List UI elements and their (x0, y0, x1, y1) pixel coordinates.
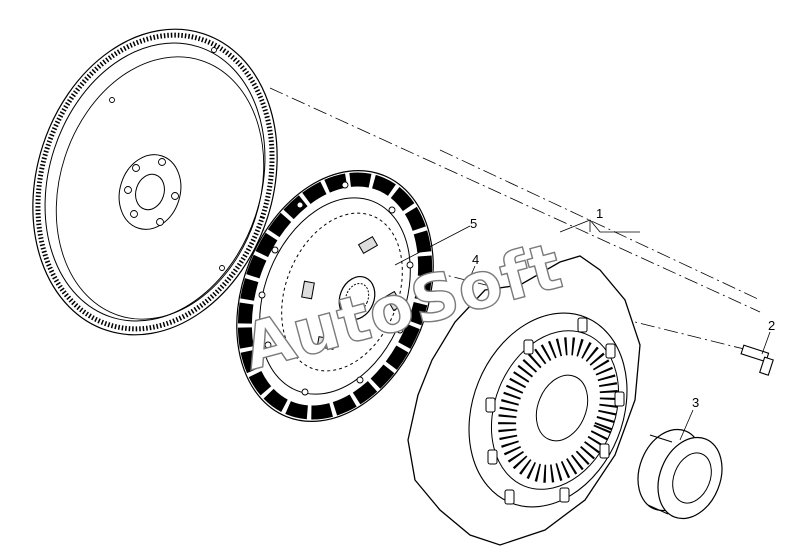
callout-5-leader (394, 225, 471, 266)
clutch-disc (236, 170, 434, 422)
diaphragm-spring-fingers (498, 337, 618, 483)
callout-1-label: 1 (596, 206, 603, 221)
callout-leaders (394, 219, 771, 441)
bolt (740, 344, 774, 376)
flywheel-ring-gear-teeth (35, 32, 275, 332)
clutch-disc-rivets (258, 181, 414, 396)
clutch-disc-segments (237, 172, 433, 420)
clutch-disc-damper-springs (301, 235, 404, 350)
pressure-plate (407, 255, 641, 546)
pressure-plate-clips (485, 317, 625, 505)
callout-3-leader (679, 409, 694, 441)
callout-1-bracket (559, 219, 640, 233)
callout-2-leader (761, 331, 771, 355)
callout-4-label: 4 (472, 252, 479, 267)
flywheel (32, 28, 278, 336)
callout-4-leader (467, 265, 476, 283)
flywheel-bolt-holes (109, 47, 225, 271)
release-bearing (637, 428, 723, 520)
callout-5-label: 5 (470, 216, 477, 231)
callout-2-label: 2 (768, 318, 775, 333)
callout-3-label: 3 (692, 395, 699, 410)
